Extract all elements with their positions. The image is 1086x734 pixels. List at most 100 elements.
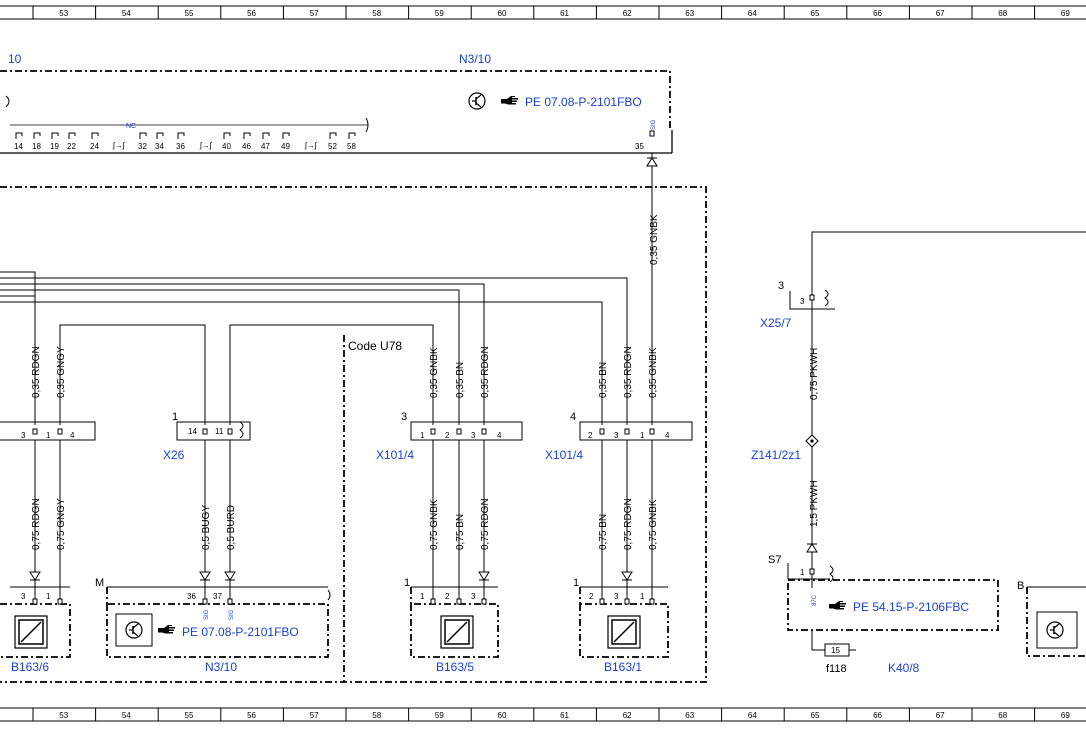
top-module-reference[interactable]: PE 07.08-P-2101FBO bbox=[525, 95, 642, 109]
wire-label: 0,75 BN bbox=[598, 514, 609, 550]
top-pin-label: 58 bbox=[347, 142, 356, 151]
wire-label-pkwh-upper: 0,75 PKWH bbox=[809, 348, 820, 400]
pin-label: 3 bbox=[800, 297, 805, 306]
connector-x25-7-label: X25/7 bbox=[760, 316, 792, 330]
sig-label: 87C bbox=[812, 594, 818, 606]
wire-label: 0,35 RDGN bbox=[31, 346, 42, 398]
top-module-n3-10: 10 N3/10 PE 07.08-P-2101FBO NC 14 18 19 … bbox=[0, 52, 673, 154]
flow-arrow-up bbox=[646, 157, 658, 167]
fuse-label: f118 bbox=[826, 663, 847, 675]
connector-x25-7[interactable]: 3 3 X25/7 bbox=[760, 280, 835, 330]
pin-label: 36 bbox=[187, 592, 196, 601]
component-tag: B bbox=[1017, 580, 1024, 592]
top-pin-label: 40 bbox=[222, 142, 231, 151]
grid-column-label: 60 bbox=[498, 711, 507, 720]
component-k40-8-reference[interactable]: PE 54.15-P-2106FBC bbox=[853, 600, 969, 614]
grid-column-label: 68 bbox=[998, 711, 1007, 720]
component-b163-6[interactable]: 3 1 B163/6 bbox=[0, 586, 71, 674]
pin-label: 2 bbox=[445, 431, 450, 440]
pin-35-contact bbox=[649, 130, 655, 137]
pin-label: 14 bbox=[188, 427, 197, 436]
pin-label: 37 bbox=[213, 592, 222, 601]
connector-x101-4-label: X101/4 bbox=[376, 448, 414, 462]
pin-label: 1 bbox=[640, 431, 645, 440]
pin-label: 3 bbox=[21, 431, 26, 440]
grid-column-label: 53 bbox=[59, 711, 68, 720]
wire-label-gnbk-top: 0,35 GNBK bbox=[649, 214, 660, 265]
component-n3-10-bottom[interactable]: M 36 37 SIG SIG PE 07.08-P-2101FBO N3/10 bbox=[95, 577, 331, 674]
grid-column-label: 67 bbox=[936, 711, 945, 720]
grid-column-label: 62 bbox=[623, 711, 632, 720]
pin-tick bbox=[329, 132, 337, 139]
component-tag: S7 bbox=[768, 554, 781, 566]
wire-label: 0,35 GNGY bbox=[56, 346, 67, 398]
grid-column-label: 61 bbox=[560, 711, 569, 720]
component-b163-1[interactable]: 1 2 3 1 B163/1 bbox=[573, 577, 669, 674]
wire-label: 0,35 BN bbox=[455, 362, 466, 398]
pin-label: 4 bbox=[665, 431, 670, 440]
top-pin-label: 52 bbox=[328, 142, 337, 151]
grid-column-label: 65 bbox=[811, 9, 820, 18]
top-module-name: N3/10 bbox=[459, 52, 491, 66]
wire-label: 0,35 GNBK bbox=[429, 347, 440, 398]
component-right-partial[interactable]: B bbox=[1017, 580, 1086, 657]
fuse-number: 15 bbox=[831, 646, 840, 655]
wire-label-pkwh-lower: 1,5 PKWH bbox=[809, 480, 820, 527]
top-pin-label: 36 bbox=[176, 142, 185, 151]
grid-column-label: 69 bbox=[1061, 711, 1070, 720]
component-b163-6-label: B163/6 bbox=[11, 660, 49, 674]
grid-column-label: 58 bbox=[372, 9, 381, 18]
pin-label: 4 bbox=[70, 431, 75, 440]
pin-label: 3 bbox=[471, 431, 476, 440]
pin-label: 3 bbox=[471, 592, 476, 601]
top-pin-label: 47 bbox=[261, 142, 270, 151]
pointing-hand-icon bbox=[501, 96, 518, 105]
component-b163-5[interactable]: 1 1 2 3 B163/5 bbox=[404, 577, 499, 674]
grid-column-label: 54 bbox=[122, 9, 131, 18]
grid-column-label: 66 bbox=[873, 711, 882, 720]
top-pin-label: 18 bbox=[32, 142, 41, 151]
top-pin-label: 46 bbox=[242, 142, 251, 151]
component-k40-8[interactable]: S7 1 87C PE 54.15-P-2106FBC 15 f118 K40/… bbox=[768, 554, 999, 675]
connector-x101-4-b[interactable]: 4 2 3 1 4 X101/4 bbox=[545, 411, 693, 462]
top-pin-label: 22 bbox=[67, 142, 76, 151]
pin-label: 2 bbox=[445, 592, 450, 601]
transistor-icon bbox=[1046, 621, 1064, 639]
pin-label: 3 bbox=[21, 592, 26, 601]
wire-label: 0,35 BN bbox=[598, 362, 609, 398]
pin-tick bbox=[348, 132, 356, 139]
connector-x101-4-a[interactable]: 3 1 2 3 4 X101/4 bbox=[376, 411, 523, 462]
grid-column-label: 61 bbox=[560, 9, 569, 18]
grid-column-label: 55 bbox=[185, 9, 194, 18]
grid-column-label: 56 bbox=[247, 9, 256, 18]
wire-label: 0,75 GNBK bbox=[429, 499, 440, 550]
transistor-icon bbox=[468, 92, 486, 110]
top-pin-label: 24 bbox=[90, 142, 99, 151]
pin-tick bbox=[282, 132, 290, 139]
wire-label: 0,35 GNBK bbox=[648, 347, 659, 398]
component-number: 1 bbox=[404, 577, 410, 589]
twist-marker: ʃ→ʃ bbox=[304, 141, 318, 150]
sensor-icon bbox=[14, 615, 48, 649]
wire-label: 0,75 BN bbox=[455, 514, 466, 550]
component-n3-10-reference[interactable]: PE 07.08-P-2101FBO bbox=[182, 625, 299, 639]
splice-z141[interactable]: Z141/2z1 bbox=[751, 434, 819, 462]
grid-column-label: 57 bbox=[310, 9, 319, 18]
connector-number: 1 bbox=[172, 411, 178, 423]
pointing-hand-icon bbox=[158, 625, 175, 634]
splice-z141-label: Z141/2z1 bbox=[751, 448, 801, 462]
sig-label: SIG bbox=[651, 119, 657, 130]
twist-marker: ʃ→ʃ bbox=[112, 141, 126, 150]
grid-column-label: 58 bbox=[372, 711, 381, 720]
connector-x26[interactable]: 1 14 11 X26 bbox=[163, 411, 251, 462]
pointing-hand-icon bbox=[829, 601, 846, 610]
pin-tick bbox=[177, 132, 185, 139]
pin-label: 1 bbox=[640, 592, 645, 601]
pin-tick bbox=[33, 132, 41, 139]
grid-column-label: 55 bbox=[185, 711, 194, 720]
sig-pin-35: 35 bbox=[635, 142, 644, 151]
pin-label: 1 bbox=[420, 431, 425, 440]
pin-label: 1 bbox=[46, 592, 51, 601]
connector-left-partial: 3 1 4 bbox=[0, 421, 96, 441]
